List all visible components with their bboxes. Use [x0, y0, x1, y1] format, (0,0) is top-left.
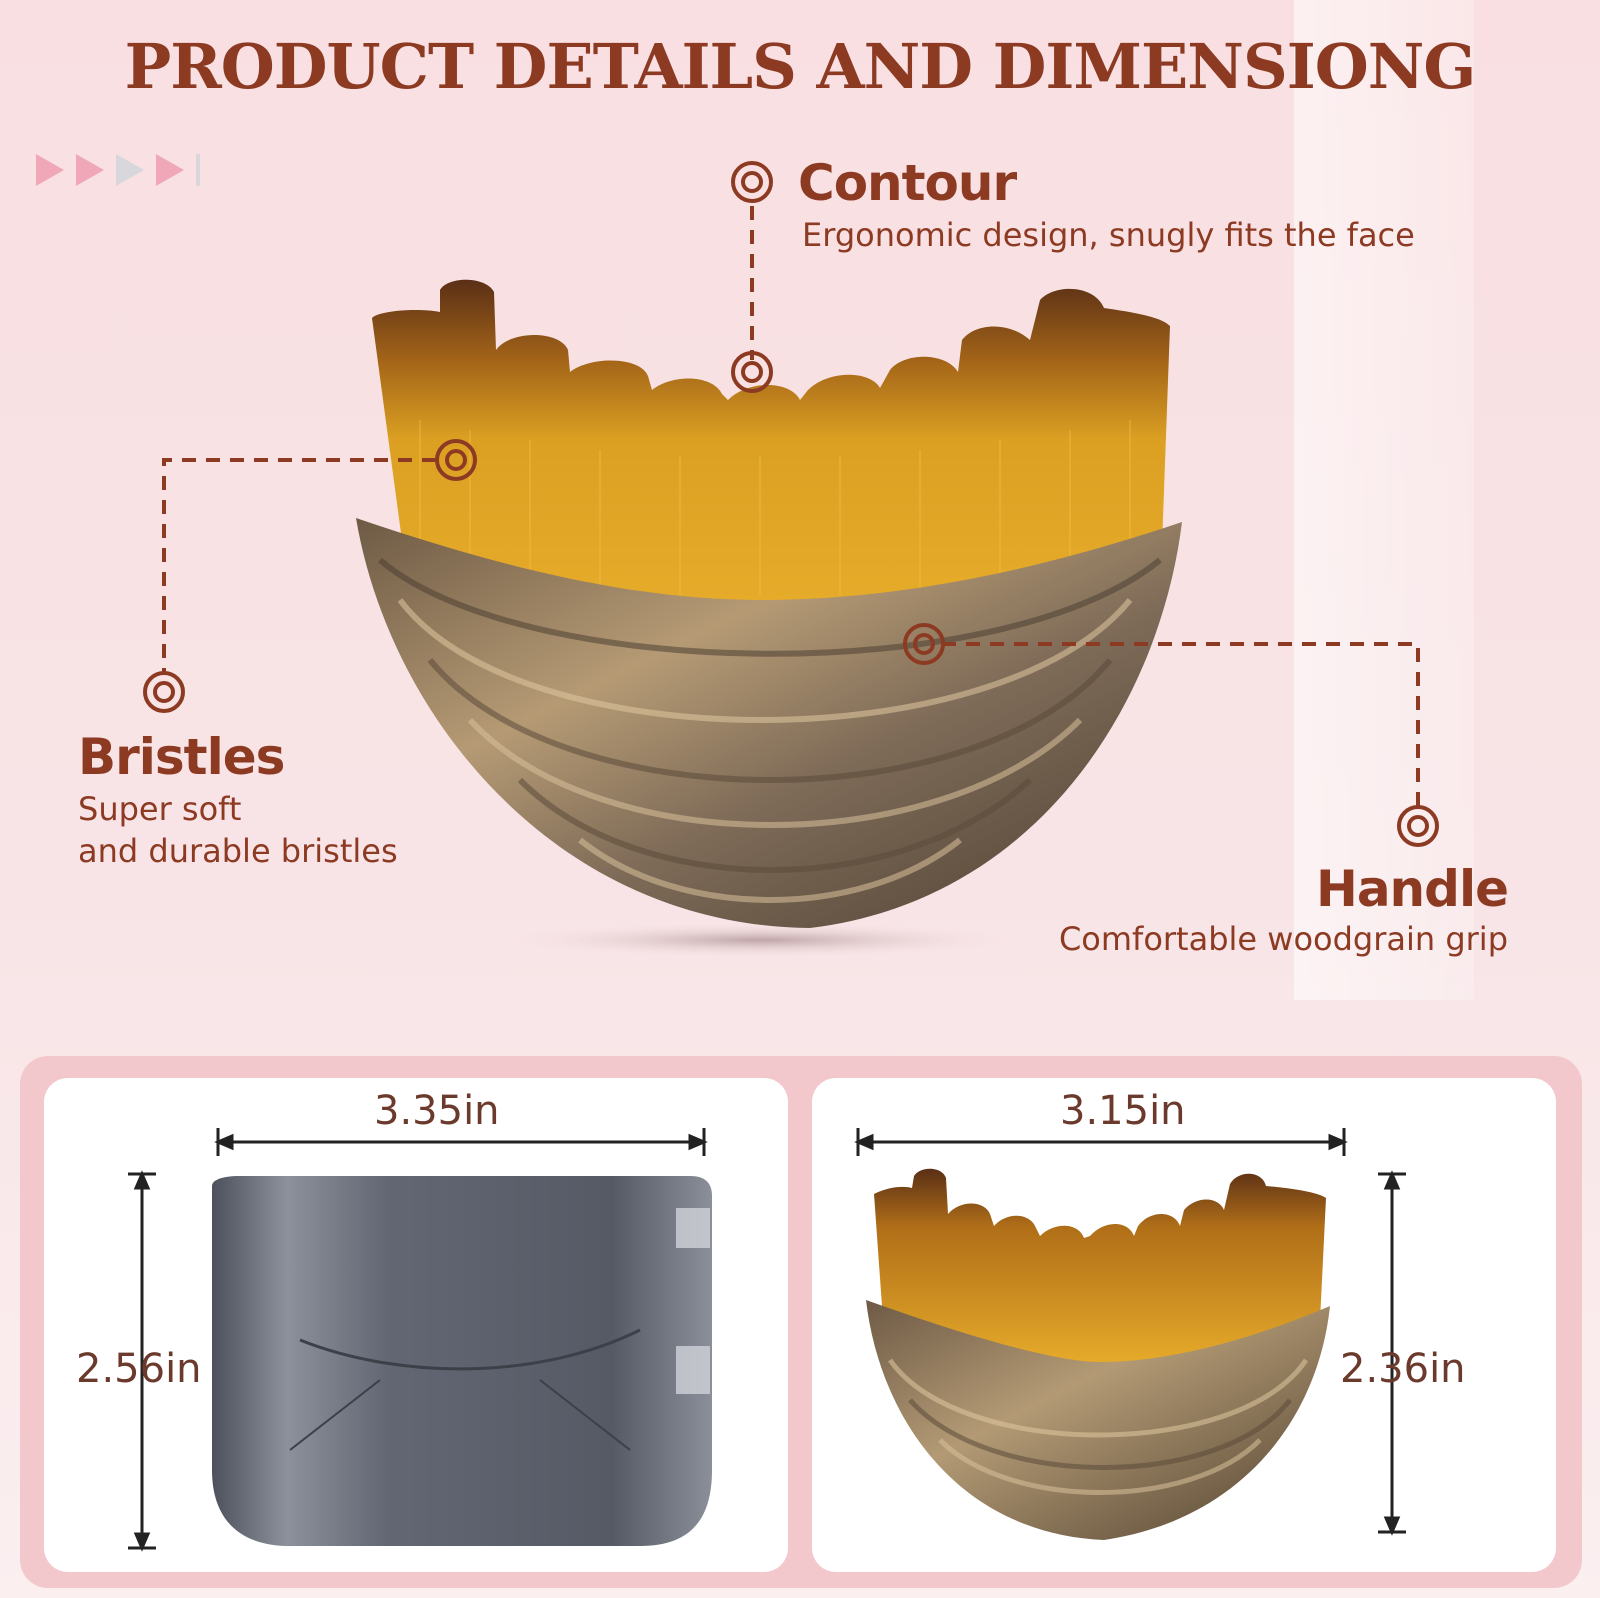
case-width-label: 3.35in: [374, 1088, 500, 1134]
bristles-title: Bristles: [78, 728, 285, 786]
bristles-description-line2: and durable bristles: [78, 832, 398, 870]
target-icon-bristles: [143, 671, 185, 713]
brush-height-label: 2.36in: [1340, 1346, 1466, 1392]
target-icon-handle-top: [903, 623, 945, 665]
background-light-band: [1294, 0, 1474, 1000]
target-markers: [143, 161, 1439, 847]
case-height-arrow: [128, 1170, 156, 1552]
page-title: PRODUCT DETAILS AND DIMENSIONG: [124, 30, 1477, 103]
target-icon-bristles-top: [435, 439, 477, 481]
handle-title: Handle: [1315, 860, 1509, 918]
case-graphic: [212, 1176, 712, 1546]
case-height-label: 2.56in: [76, 1346, 202, 1392]
brush-illustration: [143, 161, 1439, 958]
bristles-description-line1: Super soft: [78, 790, 242, 828]
contour-description: Ergonomic design, snugly fits the face: [802, 216, 1415, 254]
callout-connectors: [162, 206, 1420, 806]
target-icon-handle: [1397, 805, 1439, 847]
bristles-graphic: [372, 279, 1170, 600]
brush-width-label: 3.15in: [1060, 1088, 1186, 1134]
handle-description: Comfortable woodgrain grip: [1058, 920, 1508, 958]
brush-width-arrow: [854, 1128, 1348, 1156]
small-brush-graphic: [866, 1168, 1330, 1540]
target-icon-contour: [731, 351, 773, 393]
brush-height-arrow: [1378, 1170, 1406, 1536]
contour-title: Contour: [798, 154, 1017, 212]
decorative-arrows-icon: [36, 154, 200, 186]
case-width-arrow: [214, 1128, 708, 1156]
target-icon-contour-top: [731, 161, 773, 203]
wood-handle-graphic: [356, 518, 1182, 928]
